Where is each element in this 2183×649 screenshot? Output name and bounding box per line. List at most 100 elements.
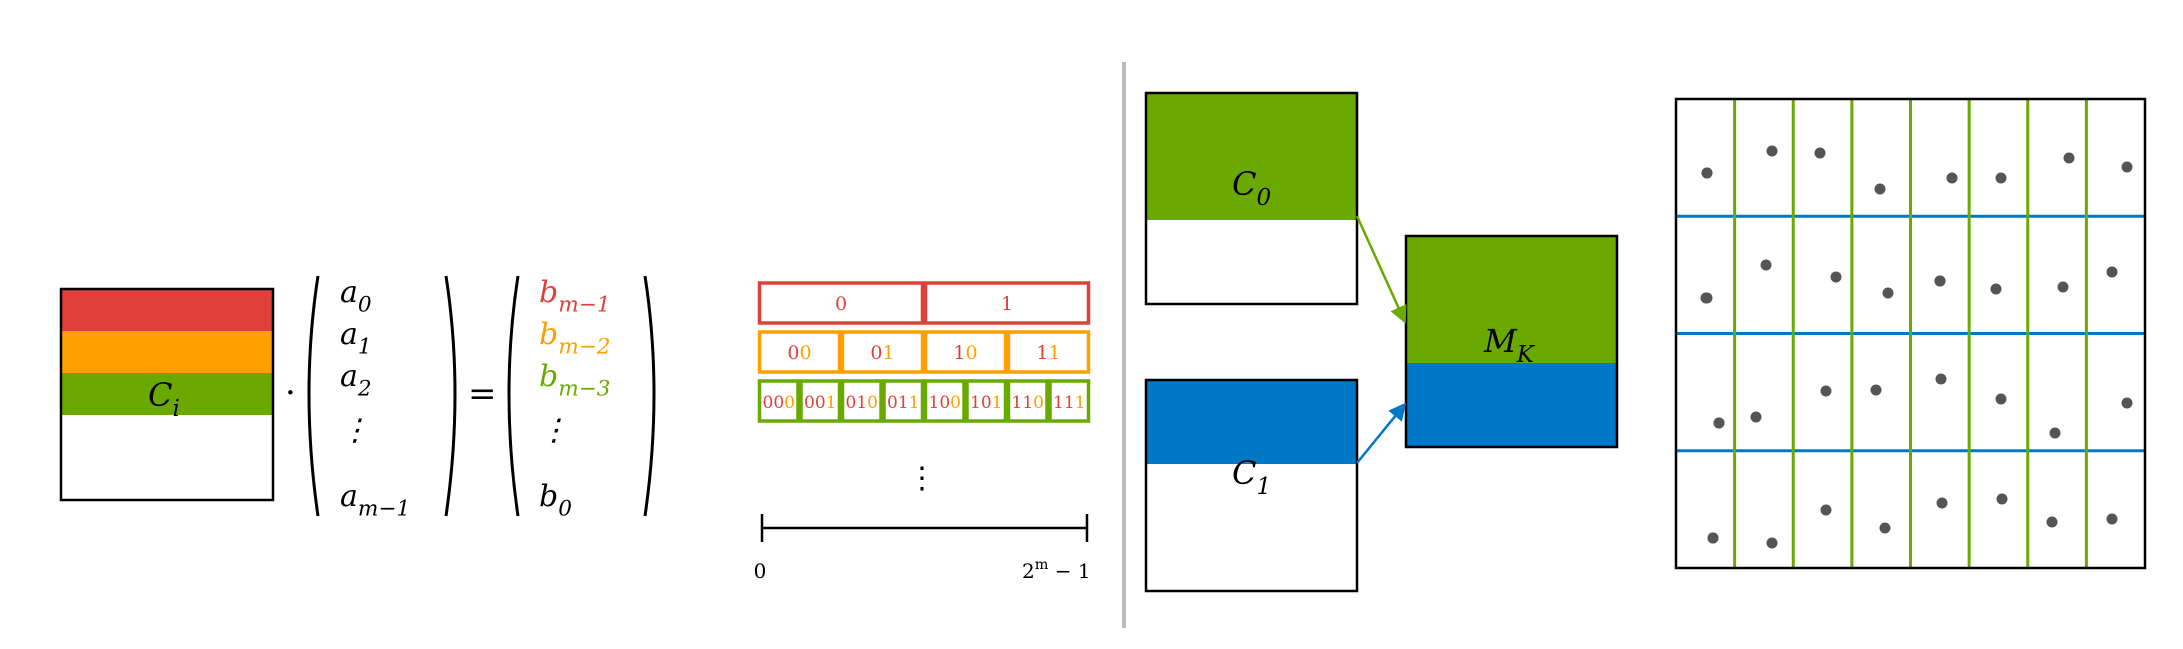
block-c1-label: C1​ [1232, 454, 1271, 500]
vector-a-entry: a1​ [340, 317, 372, 360]
grid-point [1713, 417, 1725, 429]
block-c1: C1​ [1144, 378, 1359, 593]
bucket-grid-panel [1674, 97, 2147, 570]
bit-cell-label: 0 [835, 293, 847, 315]
grid-point [1870, 384, 1882, 396]
grid-point [1814, 147, 1826, 159]
equals-operator: = [468, 374, 497, 414]
bit-cell [840, 330, 925, 374]
grid-point [1820, 504, 1832, 516]
grid-point [1750, 411, 1762, 423]
bit-cell-label: 111 [1053, 393, 1085, 413]
grid-point [1701, 292, 1713, 304]
bit-cell-label: 11 [1036, 342, 1060, 364]
block-c1-border [1144, 378, 1359, 593]
bit-cell [757, 330, 842, 374]
block-mk-blue [1406, 363, 1617, 447]
grid-point [1874, 183, 1886, 195]
vector-b-entry: b0​ [539, 479, 572, 522]
vector-b-entry: bm−1​ [539, 275, 611, 318]
block-c0-fill [1146, 93, 1357, 220]
grid-point [1882, 287, 1894, 299]
grid-point [2106, 513, 2118, 525]
bit-cell-label: 101 [970, 393, 1002, 413]
bit-cell [757, 281, 925, 325]
vector-b-entry: bm−3​ [539, 359, 611, 402]
grid-point [1879, 522, 1891, 534]
bit-cell-label: 010 [846, 393, 878, 413]
merge-panel: C0​ C1​ MK​ [1144, 91, 1619, 593]
bit-cell [799, 379, 842, 423]
bit-cell-label: 000 [763, 393, 795, 413]
bit-cell-label: 01 [870, 342, 894, 364]
block-c0-label: C0​ [1232, 165, 1271, 211]
bit-cell [965, 379, 1008, 423]
bit-cell-label: 001 [804, 393, 836, 413]
grid-point [2063, 152, 2075, 164]
grid-point [1990, 283, 2002, 295]
grid-point [1766, 537, 1778, 549]
bit-cell [882, 379, 925, 423]
bit-cell-label: 10 [953, 342, 977, 364]
grid-point [1820, 385, 1832, 397]
grid-point [1995, 172, 2007, 184]
matrix-vector-panel: Ci​ · a0​a1​a2​ ⋮ am−1​ = bm−1​bm−2​bm−3​⋮… [59, 275, 656, 522]
bit-cell-label: 100 [929, 393, 961, 413]
vector-b-right-paren [643, 275, 656, 517]
vector-a: a0​a1​a2​ ⋮ am−1​ [307, 275, 457, 522]
range-axis: 0 2m​ − 1 [754, 514, 1091, 583]
bit-cell-label: 011 [887, 393, 919, 413]
vector-a-entry: a2​ [340, 359, 372, 402]
bit-cell [1048, 379, 1091, 423]
vector-a-right-paren [444, 275, 457, 517]
arrow-c0-to-mk [1355, 215, 1407, 324]
bit-cell [923, 281, 1091, 325]
grid-point [1995, 393, 2007, 405]
bit-cell [923, 379, 966, 423]
matrix-row-green [61, 373, 273, 415]
grid-point [1707, 532, 1719, 544]
block-mk-green [1406, 236, 1617, 363]
grid-point [1760, 259, 1772, 271]
matrix-border [59, 287, 275, 502]
grid-point [1936, 497, 1948, 509]
bit-cell-label: 110 [1012, 393, 1044, 413]
grid-point [2121, 161, 2133, 173]
block-c0-border [1144, 91, 1359, 306]
block-mk-label: MK​ [1483, 322, 1536, 368]
vector-b: bm−1​bm−2​bm−3​⋮b0​ [507, 275, 656, 522]
vector-b-entry: bm−2​ [539, 317, 611, 360]
bit-cell-label: 00 [787, 342, 811, 364]
range-axis-end-label: 2m​ − 1 [1022, 557, 1091, 583]
grid-point [2057, 281, 2069, 293]
grid-point [1934, 275, 1946, 287]
block-mk: MK​ [1404, 234, 1619, 449]
grid-point [1766, 145, 1778, 157]
matrix-label: Ci​ [148, 376, 180, 422]
matrix-row-red [61, 289, 273, 331]
bit-cell [840, 379, 883, 423]
grid-point [2106, 266, 2118, 278]
bit-cell [923, 330, 1008, 374]
grid-border [1674, 97, 2147, 570]
dot-operator: · [285, 373, 296, 413]
bit-cell-label: 1 [1001, 293, 1013, 315]
vector-a-entry: a0​ [340, 275, 372, 318]
vector-a-entry: ⋮ [340, 413, 370, 448]
bit-cell [1006, 379, 1049, 423]
grid-point [2049, 427, 2061, 439]
grid-point [1701, 167, 1713, 179]
arrow-c1-to-mk [1356, 402, 1407, 464]
grid-point [1935, 373, 1947, 385]
block-c1-fill [1146, 380, 1357, 464]
range-axis-start-label: 0 [754, 559, 767, 583]
vector-a-entry: am−1​ [340, 479, 410, 522]
bit-cell [1006, 330, 1091, 374]
matrix-ci: Ci​ [59, 287, 275, 502]
matrix-row-orange [61, 331, 273, 373]
grid-point [1946, 172, 1958, 184]
grid-point [1996, 493, 2008, 505]
grid-point [2121, 397, 2133, 409]
